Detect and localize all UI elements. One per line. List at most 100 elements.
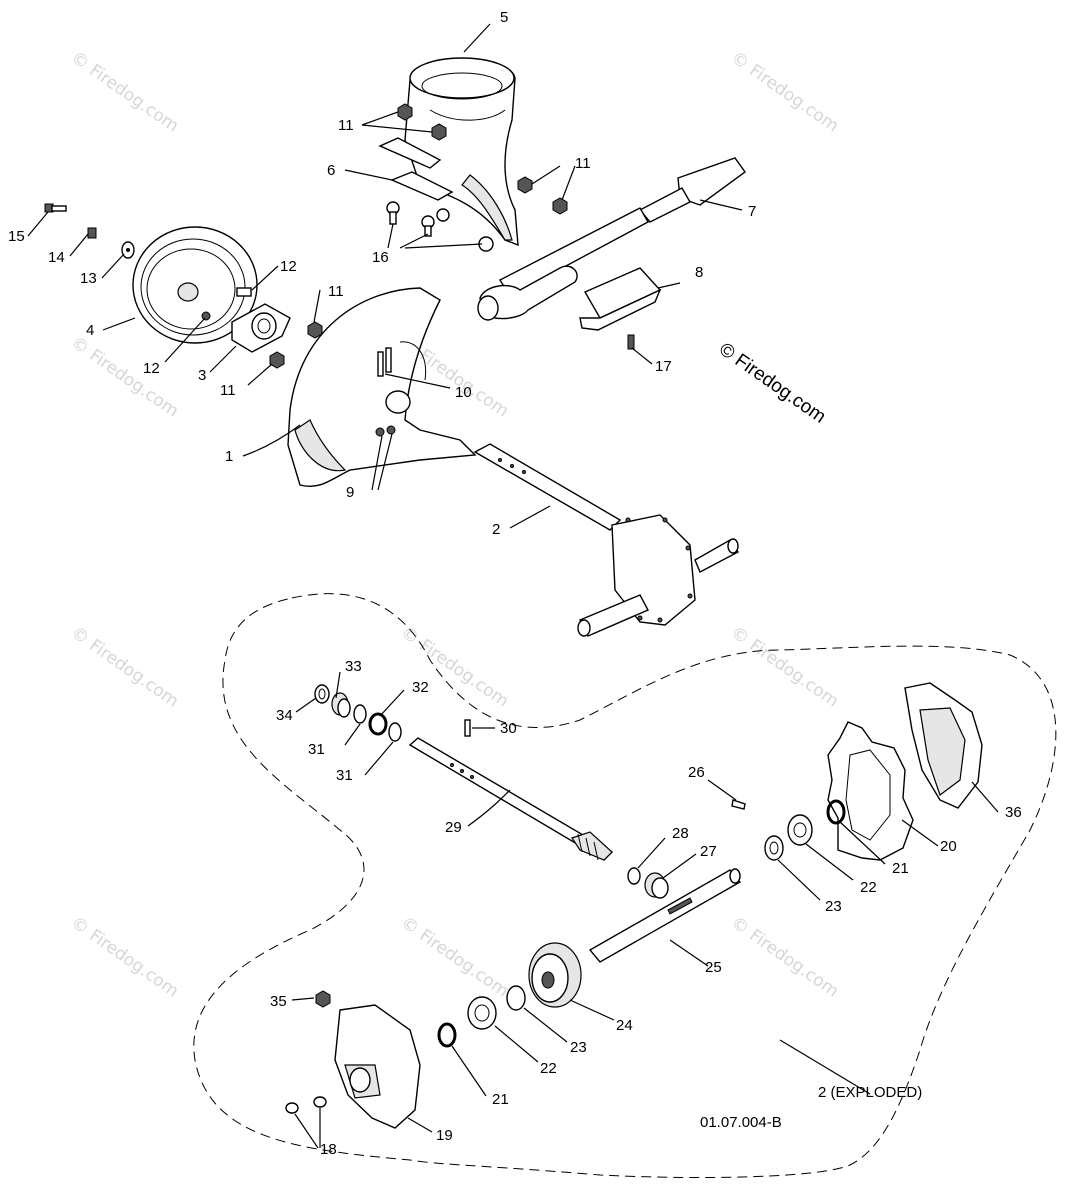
callout-12: 12 (280, 258, 297, 275)
callout-34: 34 (276, 707, 293, 724)
callout-23: 23 (825, 898, 842, 915)
bearing-flange (231, 303, 291, 353)
callout-25: 25 (705, 959, 722, 976)
washer (627, 867, 641, 885)
callout-32: 32 (412, 679, 429, 696)
chute-crank (477, 157, 746, 321)
key (731, 799, 746, 810)
bushing (467, 996, 497, 1030)
washer (764, 835, 784, 861)
callout-35: 35 (270, 993, 287, 1010)
callout-31: 31 (308, 741, 325, 758)
gear-housing-half (904, 682, 983, 809)
callout-8: 8 (695, 264, 703, 281)
callout-33: 33 (345, 658, 362, 675)
stud (236, 287, 252, 297)
worm-gear (528, 942, 582, 1008)
drawing-number: 01.07.004-B (700, 1114, 782, 1131)
seal (437, 1022, 457, 1048)
callout-17: 17 (655, 358, 672, 375)
callout-26: 26 (688, 764, 705, 781)
callout-36: 36 (1005, 804, 1022, 821)
carriage-bolt (436, 208, 450, 222)
callout-27: 27 (700, 843, 717, 860)
watermark: © Firedog.com (67, 333, 182, 422)
callout-14: 14 (48, 249, 65, 266)
hex-nut (397, 103, 413, 121)
washer (314, 684, 330, 704)
watermark: © Firedog.com (727, 913, 842, 1002)
callout-9: 9 (346, 484, 354, 501)
deflector-bracket (378, 137, 454, 201)
watermark: © Firedog.com (397, 623, 512, 712)
callout-11: 11 (328, 283, 344, 300)
crank-support (579, 267, 662, 331)
callout-7: 7 (748, 203, 756, 220)
axle (588, 868, 742, 963)
auger-shaft-assembly (473, 443, 740, 637)
watermark: © Firedog.com (67, 623, 182, 712)
callout-11: 11 (338, 117, 354, 134)
callout-28: 28 (672, 825, 689, 842)
carriage-bolt (421, 215, 435, 237)
callout-4: 4 (86, 322, 94, 339)
bushing (644, 872, 669, 899)
screw (285, 1102, 299, 1114)
callout-30: 30 (500, 720, 517, 737)
gasket (827, 721, 914, 861)
callout-5: 5 (500, 9, 508, 26)
hex-nut (269, 351, 285, 369)
auger-housing (287, 287, 477, 487)
carriage-bolt (386, 201, 400, 225)
callout-labels: 5 11 11 6 7 16 15 14 13 12 11 8 4 12 3 1… (8, 9, 1022, 1158)
washer (121, 241, 135, 259)
washer (388, 722, 402, 742)
callout-12: 12 (143, 360, 160, 377)
hex-nut (552, 197, 568, 215)
callout-19: 19 (436, 1127, 453, 1144)
callout-18: 18 (320, 1141, 337, 1158)
callout-2: 2 (492, 521, 500, 538)
watermark: © Firedog.com (727, 48, 842, 137)
callout-15: 15 (8, 228, 25, 245)
leader-lines (27, 23, 999, 1149)
hex-nut (431, 123, 447, 141)
callout-1: 1 (225, 448, 233, 465)
small-bolt (627, 334, 635, 350)
watermark: © Firedog.com (67, 913, 182, 1002)
callout-29: 29 (445, 819, 462, 836)
exploded-label: 2 (EXPLODED) (818, 1084, 922, 1101)
callout-23: 23 (570, 1039, 587, 1056)
seal (826, 799, 846, 825)
callout-13: 13 (80, 270, 97, 287)
callout-22: 22 (860, 879, 877, 896)
callout-11: 11 (575, 155, 591, 172)
screw (313, 1096, 327, 1108)
callout-3: 3 (198, 367, 206, 384)
center-watermark: © Firedog.com (715, 339, 829, 428)
watermark: © Firedog.com (727, 623, 842, 712)
callout-10: 10 (455, 384, 472, 401)
callout-22: 22 (540, 1060, 557, 1077)
discharge-chute (404, 57, 519, 247)
retaining-ring (368, 712, 388, 736)
bushing (787, 814, 813, 846)
watermark: © Firedog.com (397, 913, 512, 1002)
roll-pin (464, 719, 471, 737)
callout-21: 21 (892, 860, 909, 877)
callout-24: 24 (616, 1017, 633, 1034)
worm-shaft (408, 737, 614, 861)
bolt (44, 203, 67, 213)
washer (506, 985, 526, 1011)
lock-washer (87, 227, 97, 239)
hex-nut (517, 176, 533, 194)
callout-16: 16 (372, 249, 389, 266)
callout-6: 6 (327, 162, 335, 179)
watermark: © Firedog.com (67, 48, 182, 137)
washer (353, 704, 367, 724)
bushing (331, 692, 351, 718)
callout-11: 11 (220, 382, 236, 399)
callout-20: 20 (940, 838, 957, 855)
callout-31: 31 (336, 767, 353, 784)
gear-housing-half (334, 1004, 421, 1129)
